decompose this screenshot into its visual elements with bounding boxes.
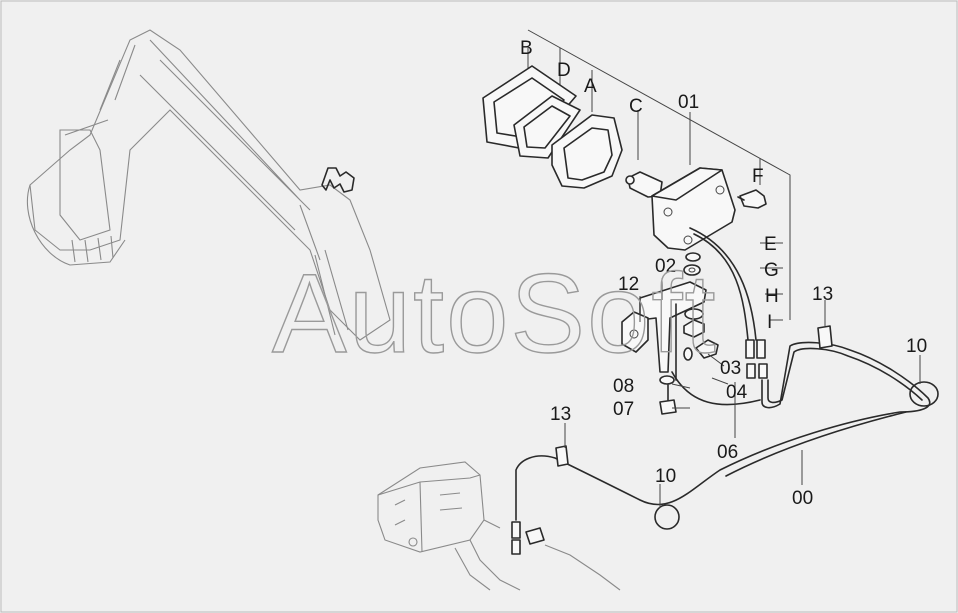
- rubber-mount-12: [621, 311, 649, 353]
- label-g: G: [764, 260, 779, 281]
- harness-00: [515, 341, 931, 521]
- label-13-right: 13: [812, 284, 833, 305]
- label-c: C: [629, 96, 643, 117]
- label-06: 06: [717, 442, 738, 463]
- bolt-07: [659, 384, 677, 415]
- label-d: D: [557, 60, 571, 81]
- label-h: H: [765, 286, 779, 307]
- label-leaders: [564, 278, 921, 508]
- label-10-left: 10: [655, 466, 676, 487]
- label-00: 00: [792, 488, 813, 509]
- leader-lines: [527, 29, 791, 321]
- gasket-d: [513, 95, 581, 159]
- label-04: 04: [726, 382, 748, 403]
- bolt-03: [695, 339, 719, 359]
- washer-04: [683, 347, 693, 361]
- label-01: 01: [678, 92, 699, 113]
- washer-g: [683, 264, 701, 276]
- washer-e: [685, 252, 701, 262]
- label-13-left: 13: [550, 404, 571, 425]
- lens-a: [551, 114, 623, 189]
- label-03: 03: [720, 358, 741, 379]
- connectors: [745, 339, 768, 379]
- screw-f: [737, 189, 767, 209]
- label-07: 07: [613, 399, 634, 420]
- nut-i: [683, 319, 705, 338]
- clamp-13-left: [555, 445, 569, 467]
- label-f: F: [752, 166, 764, 187]
- lamp-housing-01: [651, 167, 736, 251]
- clamp-on-boom: [321, 167, 355, 193]
- label-a: A: [584, 76, 597, 97]
- washer-h: [684, 308, 704, 320]
- lower-connectors: [511, 521, 545, 555]
- label-10-right: 10: [906, 336, 927, 357]
- harness-06: [671, 227, 761, 406]
- label-02: 02: [655, 256, 676, 277]
- label-08: 08: [613, 376, 634, 397]
- label-i: I: [767, 312, 772, 333]
- watermark: AutoSoft: [272, 251, 718, 376]
- band-10-left: [654, 504, 680, 530]
- washer-08: [659, 375, 675, 385]
- assembled-work-lamp: [377, 461, 621, 591]
- excavator-arm-outline: [26, 29, 391, 341]
- label-e: E: [764, 234, 777, 255]
- bulb-c: [625, 171, 663, 198]
- clamp-13-right: [817, 325, 833, 349]
- label-b: B: [520, 38, 533, 59]
- label-12: 12: [618, 274, 639, 295]
- band-10-right: [909, 381, 939, 407]
